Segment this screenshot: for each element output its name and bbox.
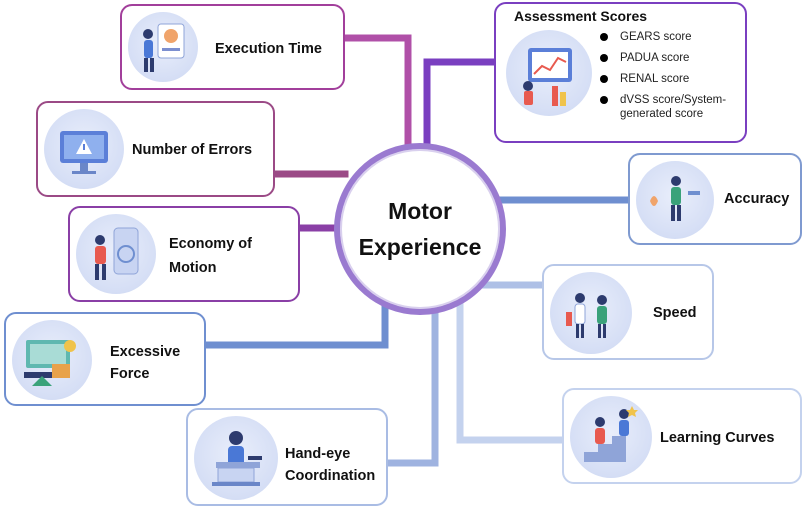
assessment-item: PADUA score: [600, 51, 738, 65]
connector-assessment: [423, 58, 501, 152]
excessive-force-label-line2: Force: [110, 366, 150, 382]
bullet-icon: [600, 54, 608, 62]
execution-time-label: Execution Time: [215, 41, 322, 57]
assessment-scores-title: Assessment Scores: [514, 8, 648, 24]
error-monitor-icon: [44, 109, 124, 189]
execution-time-illustration-icon: [128, 12, 198, 82]
learning-curves-label: Learning Curves: [660, 430, 775, 446]
node-hand-eye-coordination: Hand-eye Coordination: [186, 408, 388, 506]
economy-of-motion-label-line1: Economy of: [169, 236, 252, 252]
node-excessive-force: Excessive Force: [4, 312, 206, 406]
node-number-of-errors: Number of Errors: [36, 101, 275, 197]
center-label-line2: Experience: [358, 234, 482, 260]
node-learning-curves: Learning Curves: [562, 388, 802, 484]
connector-learning-curves: [456, 296, 566, 444]
excessive-force-label-line1: Excessive: [110, 344, 181, 360]
excessive-force-illustration-icon: [12, 320, 92, 400]
connector-excessive-force: [202, 301, 389, 349]
economy-of-motion-illustration-icon: [76, 214, 156, 294]
assessment-item: GEARS score: [600, 30, 738, 44]
economy-of-motion-label-line2: Motion: [169, 260, 217, 276]
assessment-scores-illustration-icon: [506, 30, 592, 116]
connector-execution-time: [341, 34, 412, 154]
bullet-icon: [600, 33, 608, 41]
assessment-item: RENAL score: [600, 72, 738, 86]
node-economy-of-motion: Economy of Motion: [68, 206, 300, 302]
node-accuracy: Accuracy: [628, 153, 802, 245]
accuracy-label: Accuracy: [724, 191, 790, 207]
node-execution-time: Execution Time: [120, 4, 345, 90]
learning-curves-illustration-icon: [570, 396, 652, 478]
assessment-item: dVSS score/System-generated score: [600, 93, 738, 121]
hand-eye-label-line2: Coordination: [285, 468, 376, 484]
connector-hand-eye: [384, 308, 439, 467]
center-label-line1: Motor: [388, 198, 452, 224]
speed-illustration-icon: [550, 272, 632, 354]
number-of-errors-label: Number of Errors: [132, 142, 253, 158]
accuracy-illustration-icon: [636, 161, 714, 239]
bullet-icon: [600, 96, 608, 104]
hand-eye-coordination-illustration-icon: [194, 416, 278, 500]
node-speed: Speed: [542, 264, 714, 360]
hand-eye-label-line1: Hand-eye: [285, 446, 351, 462]
bullet-icon: [600, 75, 608, 83]
assessment-scores-list: GEARS score PADUA score RENAL score dVSS…: [600, 30, 738, 128]
speed-label: Speed: [653, 305, 697, 321]
center-node-motor-experience: Motor Experience: [334, 143, 506, 315]
